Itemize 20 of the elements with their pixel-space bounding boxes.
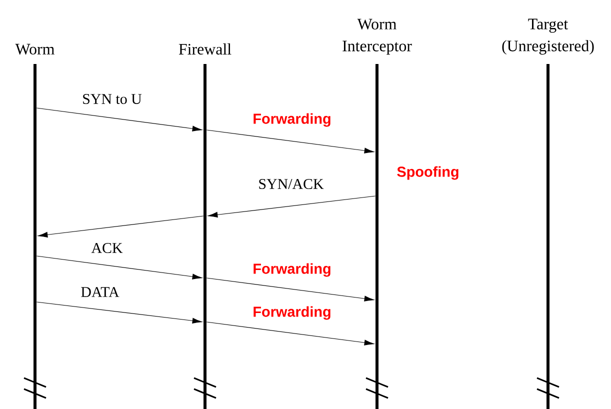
annotation-text: Spoofing: [397, 166, 458, 180]
arrow: [206, 130, 374, 154]
annotation-text: Forwarding: [254, 306, 330, 320]
arrow: [36, 108, 202, 132]
edge-label: ACK: [91, 243, 123, 254]
arrow: [206, 322, 374, 346]
participant-label: Worm Interceptor: [342, 18, 412, 55]
participant-label: Worm: [15, 44, 54, 55]
arrow: [208, 196, 376, 218]
arrow: [36, 302, 202, 324]
edge-label: DATA: [81, 287, 120, 297]
arrow: [36, 256, 202, 280]
arrow: [38, 216, 204, 238]
edge-label: SYN to U: [83, 94, 142, 104]
participant-label: Firewall: [178, 43, 232, 55]
annotation-text: Forwarding: [254, 263, 330, 277]
arrow: [206, 278, 374, 302]
participant-label: Target (Unregistered): [502, 18, 594, 55]
edge-label: SYN/ACK: [259, 179, 324, 190]
annotation-text: Forwarding: [254, 113, 330, 127]
